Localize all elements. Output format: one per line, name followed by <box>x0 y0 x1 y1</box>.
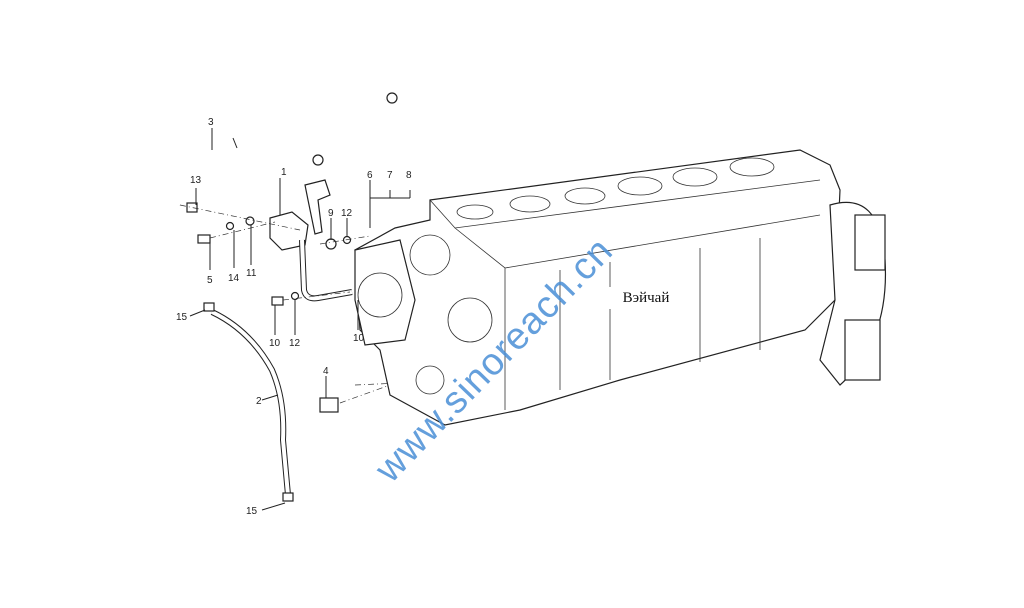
callout-5: 5 <box>207 275 213 286</box>
block-label: Вэйчай <box>608 287 684 309</box>
hose-2 <box>203 302 294 502</box>
cylinder-block <box>354 149 887 426</box>
callout-6: 6 <box>367 170 373 181</box>
callout-3: 3 <box>208 117 214 128</box>
fasteners <box>179 202 401 413</box>
callout-15b: 15 <box>246 506 258 517</box>
callout-1: 1 <box>281 167 287 178</box>
callout-10a: 10 <box>269 338 281 349</box>
callout-7: 7 <box>387 170 393 181</box>
oil-separator-1 <box>269 154 353 302</box>
callout-10b: 10 <box>353 333 365 344</box>
callout-11: 11 <box>246 268 257 279</box>
callout-2: 2 <box>256 396 262 407</box>
callout-12a: 12 <box>341 208 353 219</box>
callout-9: 9 <box>328 208 334 219</box>
breather-pipe-3 <box>136 92 398 207</box>
callout-15a: 15 <box>176 312 188 323</box>
leader-lines <box>189 128 411 511</box>
callout-4: 4 <box>323 366 329 377</box>
callout-13: 13 <box>190 175 202 186</box>
callout-14: 14 <box>228 273 240 284</box>
callout-12b: 12 <box>289 338 301 349</box>
callout-8: 8 <box>406 170 412 181</box>
